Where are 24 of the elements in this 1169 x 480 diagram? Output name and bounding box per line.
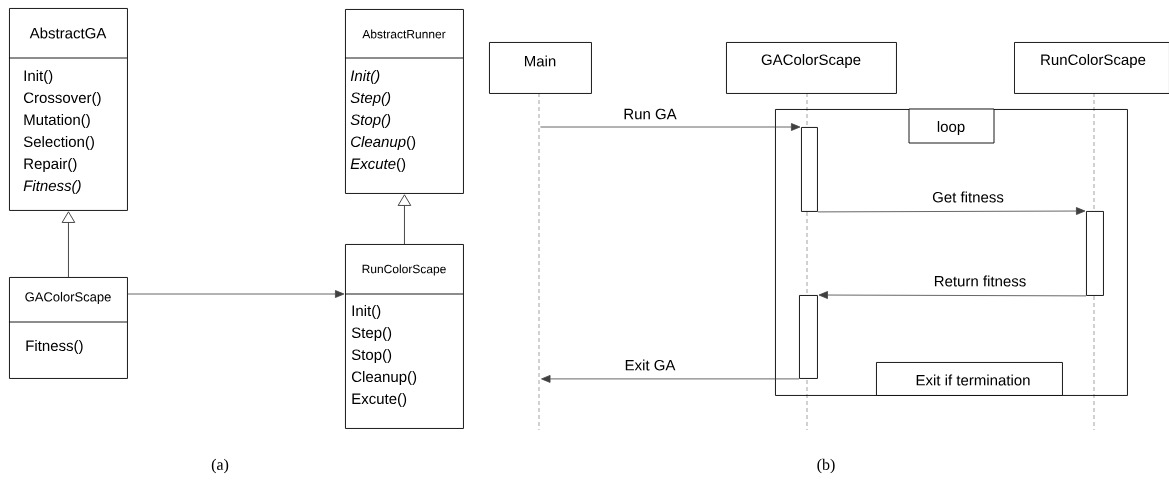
subfigure-caption: (a)	[211, 458, 229, 474]
class-box: AbstractGA Init() Crossover() Mutation() Selection() Repair() Fitness()	[8, 8, 128, 211]
class-box: RunColorScape Init() Step() Stop() Cleanup() Excute()	[344, 244, 464, 429]
message-arrow	[818, 291, 1087, 299]
edge-label: Return fitness	[932, 274, 1028, 288]
edge-label: Get fitness	[931, 190, 1005, 204]
lifeline-head: RunColorScape	[1014, 42, 1169, 94]
class-box: AbstractRunner Init() Step() Stop() Cleanup() Excute()	[344, 9, 464, 194]
inheritance-arrow	[61, 211, 76, 278]
activation-bar	[1086, 211, 1104, 296]
condition-box: Exit if termination	[876, 362, 1063, 396]
activation-bar	[799, 295, 818, 379]
edge-label: Exit GA	[623, 358, 677, 372]
message-arrow	[541, 375, 800, 383]
message-arrow	[540, 123, 801, 131]
edge-label: Run GA	[622, 107, 678, 121]
lifeline: Main	[489, 42, 592, 431]
message-arrow	[817, 207, 1086, 215]
inheritance-arrow	[397, 194, 412, 245]
class-box: GAColorScape Fitness()	[8, 277, 128, 379]
message-arrow	[127, 290, 345, 298]
subfigure-caption: (b)	[817, 458, 835, 474]
lifeline-head: GAColorScape	[726, 42, 897, 94]
activation-bar	[801, 127, 818, 212]
